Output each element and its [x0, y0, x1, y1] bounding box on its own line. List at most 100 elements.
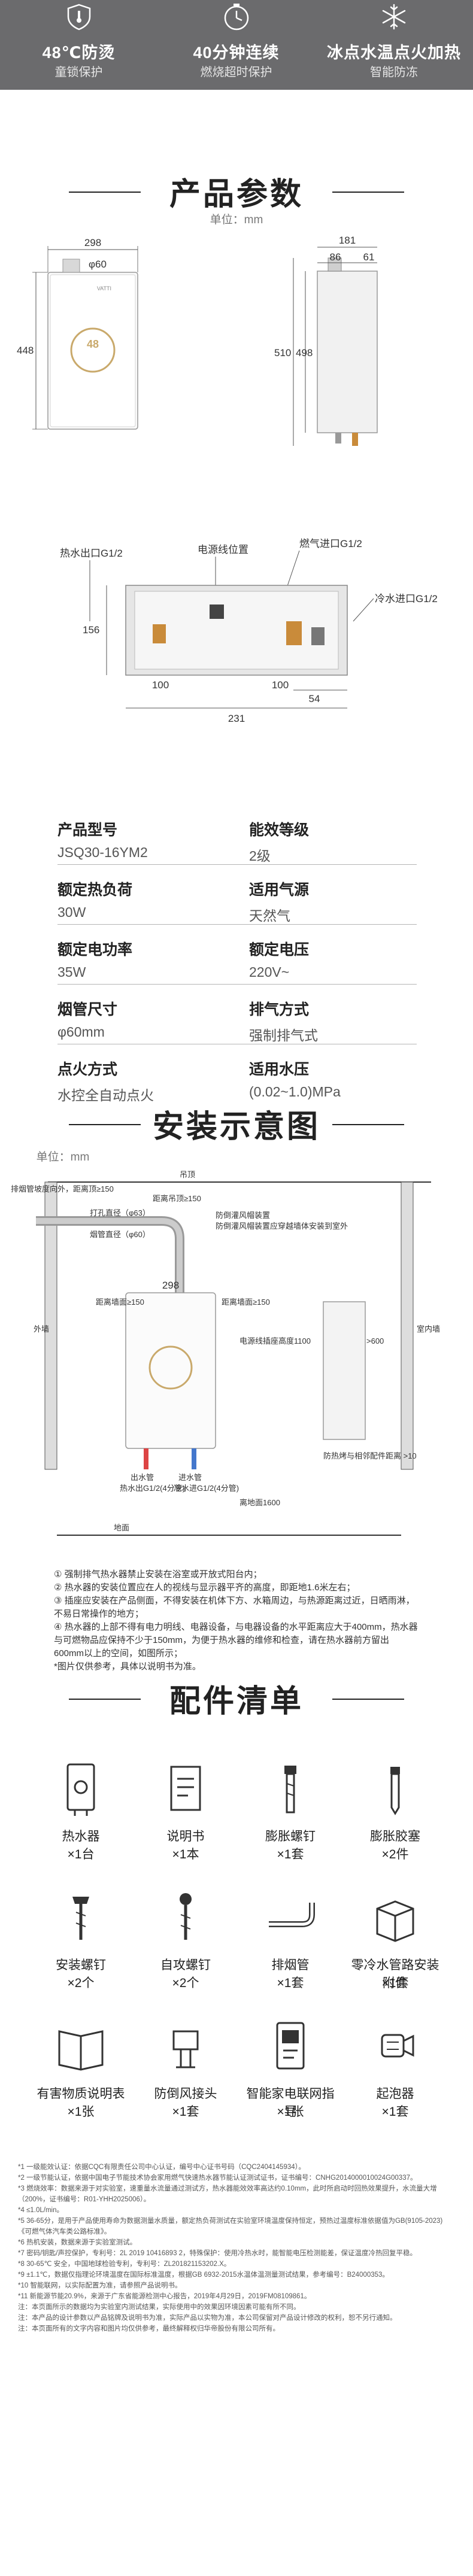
- timer-icon: [224, 4, 248, 31]
- footnote: *7 密码/钥匙/声控保护，专利号：2L 2019 10416893 2，特殊保…: [18, 2250, 417, 2257]
- feature-title: 40分钟连续: [193, 44, 280, 62]
- accessory-qty: ×2件: [381, 1848, 409, 1861]
- footnote: *1 一级能效认证：依据CQC有限责任公司中心认证，编号中心证书号码（CQC24…: [18, 2164, 305, 2171]
- footnote: *8 30-65℃ 安全，中国地球检验专利，专利号：ZL201821153202…: [18, 2261, 231, 2268]
- spec-key: 产品型号: [57, 822, 118, 839]
- label-cold-in: 冷水进口G1/2: [375, 593, 438, 604]
- spec-cell: 排气方式强制排气式: [249, 998, 429, 1044]
- accessory-qty: ×1张: [67, 2105, 95, 2119]
- spec-value: 强制排气式: [249, 1028, 318, 1043]
- label-ceiling-gap: 距离吊顶≥150: [153, 1194, 201, 1203]
- feature-antifreeze: 冰点水温点火加热 智能防冻: [315, 0, 473, 90]
- spec-value: (0.02~1.0)MPa: [249, 1084, 341, 1099]
- accessory-name: 防倒风接头: [154, 2087, 217, 2101]
- parts-box-icon: [376, 1900, 414, 1942]
- label-cold-size: 冷水进G1/2(4分管): [174, 1484, 239, 1493]
- accessory-name: 零冷水管路安装附件: [351, 1958, 439, 1990]
- label-right-gap: 距离墙面≥150: [222, 1298, 270, 1307]
- label-hot-size: 热水出G1/2(4分管): [120, 1484, 185, 1493]
- accessory-qty: ×1套: [381, 1976, 409, 1990]
- footnote: 注：本产品的设计参数以产品铭牌及说明书为准，实际产品以实物为准，本公司保留对产品…: [18, 2314, 397, 2322]
- spec-key: 额定电压: [249, 941, 310, 958]
- accessory-qty: ×1本: [172, 1848, 199, 1861]
- accessory-item: 热水器×1台: [33, 1760, 129, 1873]
- spec-cell: 适用气源天然气: [249, 878, 429, 925]
- spec-key: 适用水压: [249, 1061, 310, 1078]
- tapping-screw-icon: [180, 1893, 192, 1940]
- accessory-name: 膨胀胶塞: [370, 1830, 420, 1843]
- brand-logo: VATTI: [97, 285, 111, 291]
- expansion-bolt-icon: [284, 1766, 296, 1813]
- windproof-cap-icon: [172, 2030, 199, 2068]
- manual-book-icon: [170, 1766, 201, 1811]
- feature-subtitle: 智能防冻: [370, 66, 418, 79]
- accessory-item: 起泡器×1套: [347, 2017, 443, 2131]
- spec-value: 35W: [57, 964, 86, 980]
- dim-side-height1: 510: [274, 347, 291, 359]
- spec-cell: 能效等级 2级: [249, 818, 429, 865]
- accessory-name: 说明书: [166, 1830, 205, 1843]
- label-vent-device: 防倒灌风帽装置: [216, 1211, 270, 1220]
- label-outer-hole: 打孔直径（φ63）: [90, 1208, 150, 1217]
- install-note: ① 强制排气热水器禁止安装在浴室或开放式阳台内；: [54, 1569, 262, 1579]
- water-heater-icon: [66, 1763, 95, 1816]
- dim-side-height2: 498: [296, 347, 313, 359]
- mounting-screw-icon: [72, 1897, 89, 1940]
- install-note: *图片仅供参考，具体以说明书为准。: [54, 1661, 201, 1672]
- label-power: 电源线位置: [198, 544, 248, 555]
- label-power-height: 电源线插座高度1100: [239, 1336, 311, 1345]
- accessory-item: 防倒风接头×1套: [138, 2017, 234, 2131]
- spec-value: 2级: [249, 848, 271, 864]
- label-ground-height: 离地面1600: [239, 1498, 280, 1507]
- accessory-item: 自攻螺钉×2个: [138, 1888, 234, 2002]
- install-note: ③ 插座应安装在产品侧面，不得安装在机体下方、水箱周边，与热源距离过近，日晒雨淋…: [54, 1596, 415, 1619]
- footnote: *2 一级节能认证，依据中国电子节能技术协会家用燃气快速热水器节能认证测试证书，…: [18, 2174, 417, 2182]
- spec-key: 能效等级: [249, 822, 310, 839]
- dim-side-depth: 181: [339, 236, 356, 246]
- spec-value: 30W: [57, 904, 86, 920]
- dim-front-height: 448: [17, 345, 34, 356]
- dim-bottom-gap2: 100: [272, 679, 289, 691]
- dim-side-offset: 61: [363, 251, 375, 263]
- spec-value: φ60mm: [57, 1024, 105, 1040]
- spec-key: 烟管尺寸: [57, 1001, 118, 1018]
- label-hot-out: 热水出口G1/2: [60, 548, 123, 559]
- accessory-item: 有害物质说明表 ×1张: [33, 2017, 129, 2131]
- label-hot-out: 出水管: [131, 1473, 154, 1482]
- footnote: *10 智能联网，以实际配置为准，请参照产品说明书。: [18, 2282, 182, 2289]
- snowflake-sun-icon: [382, 4, 406, 30]
- exhaust-pipe-icon: [269, 1903, 315, 1927]
- feature-continuous: 40分钟连续 燃烧超时保护: [157, 0, 315, 90]
- footnote: *3 燃烧效率：数据来源于对实验室，速重量水流量通过测试方，热水器能效效率高达约…: [18, 2185, 437, 2203]
- accessory-name: 膨胀螺钉: [265, 1830, 316, 1843]
- accessory-item: 安装螺钉×2个: [33, 1888, 129, 2002]
- label-outer-wall: 外墙: [34, 1325, 49, 1333]
- params-title: 产品参数: [0, 169, 473, 214]
- accessory-name: 自攻螺钉: [160, 1958, 211, 1972]
- dim-bottom-offset: 54: [309, 693, 320, 704]
- install-note: ④ 热水器的上部不得有电力明线、电器设备，与电器设备的水平距离应大于400mm，…: [54, 1622, 418, 1658]
- install-title: 安装示意图: [0, 1101, 473, 1146]
- feature-anti-scald: 48℃防烫 童锁保护: [0, 0, 157, 90]
- accessory-name: 起泡器: [376, 2087, 414, 2101]
- label-front-gap: >600: [366, 1336, 384, 1345]
- label-inner-wall: 室内墙: [417, 1325, 440, 1333]
- label-cold-in: 进水管: [178, 1473, 202, 1482]
- footnote: *9 ±1.1℃，数据仅指理论环境温度在国际标准温度，根据GB 6932-201…: [18, 2271, 389, 2279]
- spec-key: 额定热负荷: [57, 882, 133, 898]
- feature-title: 48℃防烫: [42, 44, 116, 62]
- accessory-name: 智能家电联网指导: [246, 2087, 335, 2119]
- accessory-qty: ×1套: [277, 1848, 304, 1861]
- accessory-name: 有害物质说明表: [37, 2087, 125, 2101]
- label-ground: 地面: [114, 1523, 129, 1532]
- footnote: *5 36-65分，是用于产品使用寿命为数据测量水质量，额定热负荷测试在实验室环…: [18, 2217, 443, 2235]
- thermometer-shield-icon: [67, 4, 90, 31]
- dimension-drawing-top: 48 VATTI 298 φ60 448 181 86 61 510 498: [17, 236, 378, 446]
